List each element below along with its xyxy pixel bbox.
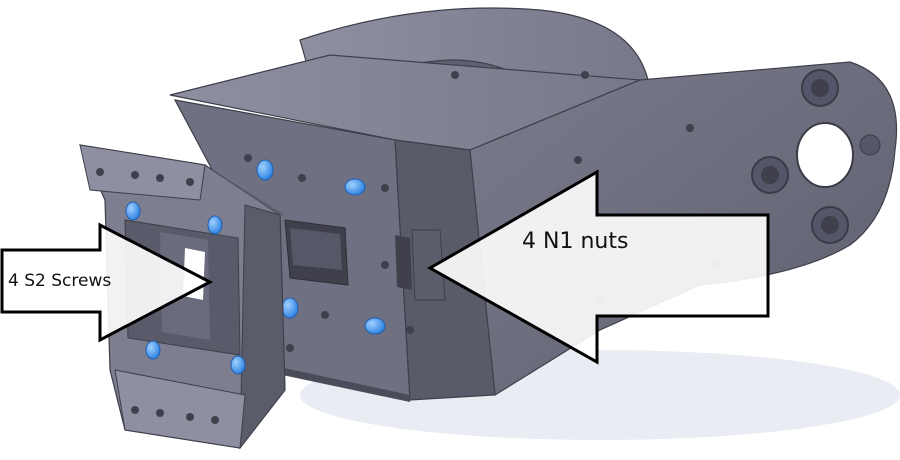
screws-arrow xyxy=(0,222,214,343)
nuts-arrow xyxy=(426,169,770,365)
nuts-label: 4 N1 nuts xyxy=(522,229,628,254)
nuts-callout: 4 N1 nuts xyxy=(426,169,770,365)
screws-label: 4 S2 Screws xyxy=(8,271,111,291)
nut-highlights xyxy=(256,159,386,335)
screws-callout: 4 S2 Screws xyxy=(0,222,214,343)
